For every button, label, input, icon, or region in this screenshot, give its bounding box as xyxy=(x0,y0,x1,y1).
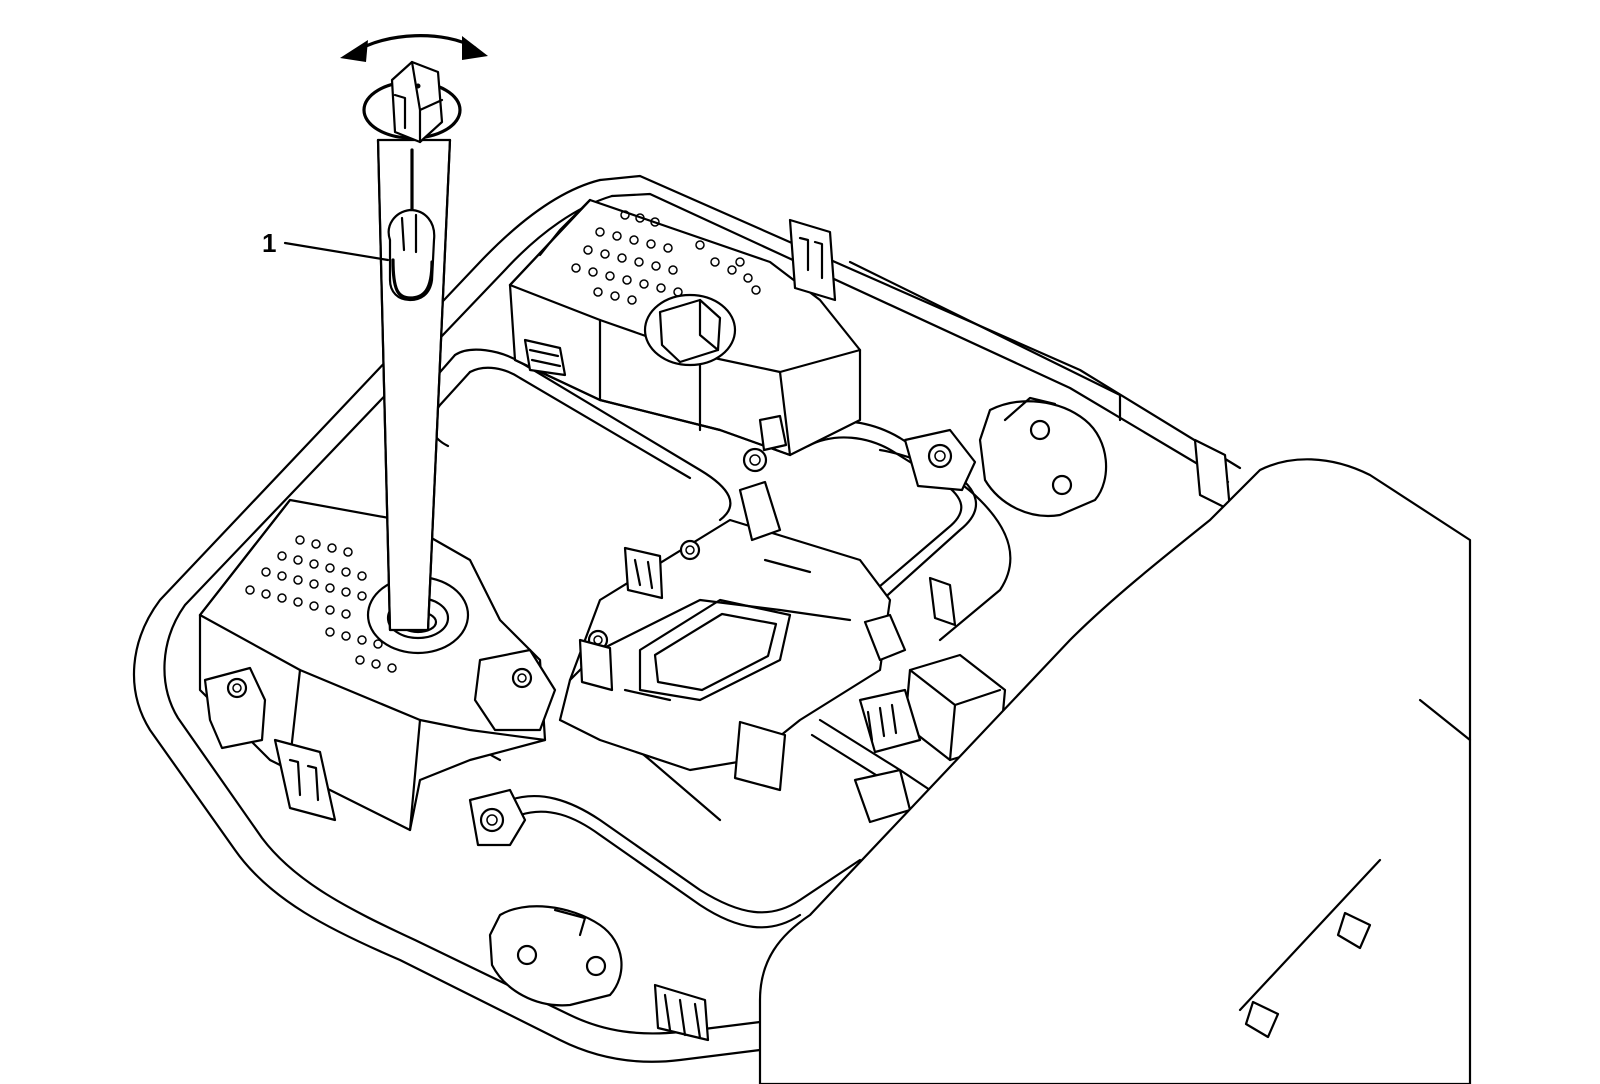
upper-lamp-vent-holes xyxy=(571,210,761,305)
upper-lamp-socket xyxy=(643,293,737,367)
lower-left-clip xyxy=(273,738,337,822)
callout-1-label: 1 xyxy=(262,228,276,258)
lower-left-screw-boss xyxy=(203,666,267,750)
lower-lamp-vent-holes xyxy=(245,535,397,673)
callout-1: 1 xyxy=(262,228,390,262)
upper-lamp-module xyxy=(508,198,862,457)
screw-upper-center xyxy=(742,447,768,473)
console-housing xyxy=(132,174,1242,1063)
lower-lamp-module xyxy=(198,498,557,832)
bulb xyxy=(387,208,436,302)
screw-bottom xyxy=(468,788,527,847)
upper-right-clip xyxy=(788,218,837,302)
rotate-arrow-icon xyxy=(340,34,488,62)
lower-lamp-right-boss xyxy=(473,648,557,732)
lower-lamp-pocket xyxy=(488,905,623,1007)
headliner-panel xyxy=(758,458,1472,1084)
upper-lamp-connector xyxy=(523,338,567,377)
tool-head xyxy=(362,60,462,144)
frame-clips xyxy=(578,414,1232,1042)
screw-right xyxy=(903,428,977,492)
right-lamp-pocket xyxy=(978,396,1108,518)
